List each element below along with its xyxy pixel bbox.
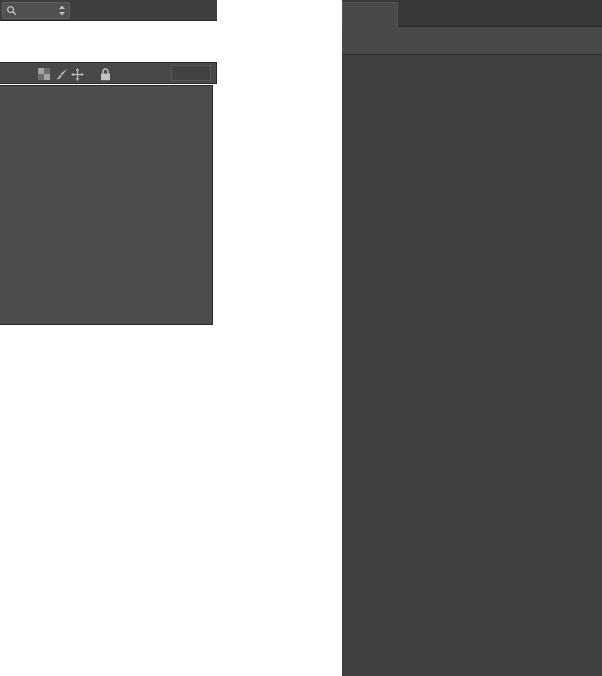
fill-value-input[interactable] xyxy=(171,65,211,81)
updown-arrows-icon xyxy=(58,5,66,16)
tab-timeline[interactable] xyxy=(342,2,398,27)
timeline-track-list xyxy=(342,55,602,676)
lock-all-icon[interactable] xyxy=(98,67,112,81)
lock-pixels-brush-icon[interactable] xyxy=(54,67,68,81)
lock-position-move-icon[interactable] xyxy=(70,67,84,81)
timeline-panel xyxy=(342,0,602,676)
lock-transparency-icon[interactable] xyxy=(37,67,51,81)
timeline-transport-bar xyxy=(342,27,602,55)
layers-panel xyxy=(0,85,213,325)
layer-filter-type-dropdown[interactable] xyxy=(2,2,70,19)
search-icon xyxy=(6,5,17,16)
layers-filter-bar xyxy=(0,0,217,21)
layers-lock-bar xyxy=(0,62,217,84)
timeline-tab-bar xyxy=(342,0,602,27)
